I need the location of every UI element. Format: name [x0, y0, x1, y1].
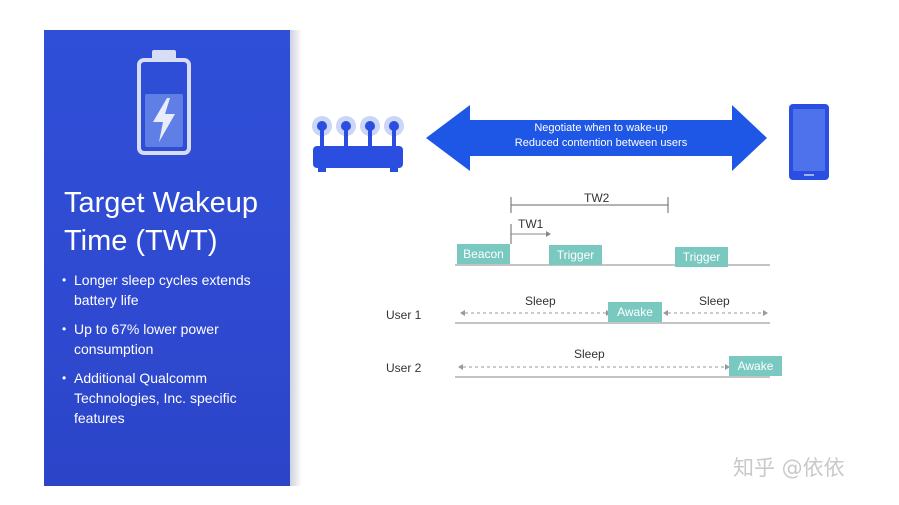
- battery-charging-icon: [136, 48, 192, 161]
- sleep-label: Sleep: [699, 294, 730, 308]
- bullet-item: Additional Qualcomm Technologies, Inc. s…: [62, 368, 284, 428]
- sleep-label: Sleep: [525, 294, 556, 308]
- bullet-list: Longer sleep cycles extends battery life…: [62, 270, 284, 437]
- double-arrow: [426, 105, 767, 171]
- tw1-label: TW1: [518, 217, 544, 231]
- user1-label: User 1: [386, 308, 422, 322]
- awake-box: Awake: [729, 356, 782, 376]
- trigger-box: Trigger: [675, 247, 728, 267]
- slide-title: Target Wakeup Time (TWT): [64, 187, 258, 257]
- smartphone-icon: [789, 104, 829, 180]
- user2-timeline: [455, 364, 770, 378]
- bullet-item: Longer sleep cycles extends battery life: [62, 270, 284, 310]
- arrow-caption: Negotiate when to wake-up Reduced conten…: [470, 121, 732, 151]
- sleep-label: Sleep: [574, 347, 605, 361]
- left-panel: Target Wakeup Time (TWT) Longer sleep cy…: [44, 30, 290, 486]
- trigger-box: Trigger: [549, 245, 602, 265]
- tw1-interval: [510, 224, 551, 244]
- awake-box: Awake: [608, 302, 662, 322]
- tw2-interval: [510, 197, 669, 213]
- arrow-caption-line: Reduced contention between users: [514, 137, 688, 149]
- panel-edge-shadow: [290, 30, 302, 486]
- user2-label: User 2: [386, 361, 422, 375]
- wifi-router-icon: [312, 116, 404, 172]
- arrow-caption-line: Negotiate when to wake-up: [534, 122, 668, 134]
- bullet-item: Up to 67% lower power consumption: [62, 319, 284, 359]
- tw2-label: TW2: [584, 191, 610, 205]
- watermark: 知乎 @依依: [733, 456, 845, 480]
- beacon-box: Beacon: [457, 244, 510, 264]
